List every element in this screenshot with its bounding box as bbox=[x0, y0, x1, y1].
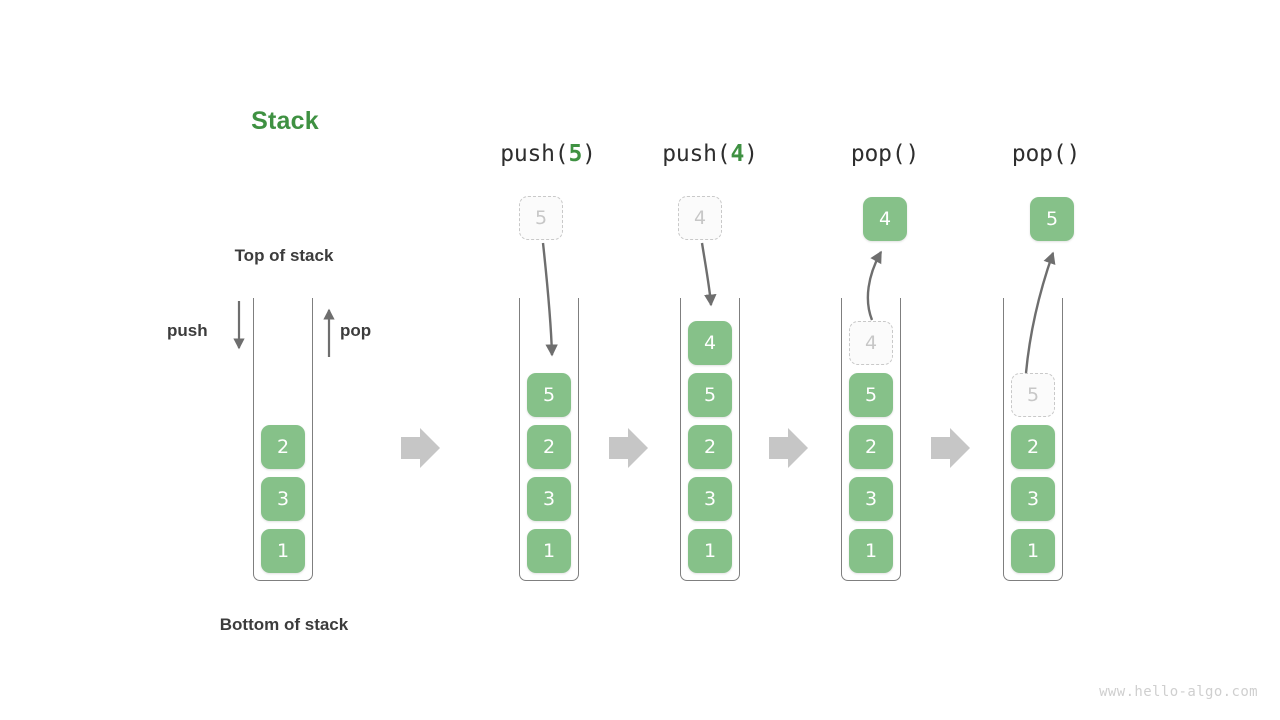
op-header-pop-2: pop() bbox=[966, 141, 1126, 167]
stack-box: 2 bbox=[688, 425, 732, 469]
step-arrow-4 bbox=[931, 428, 970, 468]
stack-box: 3 bbox=[1011, 477, 1055, 521]
op-header-suffix: ) bbox=[1066, 141, 1081, 167]
op-header-suffix: ) bbox=[905, 141, 920, 167]
stack-container-push-4 bbox=[680, 298, 740, 581]
popped-box: 4 bbox=[863, 197, 907, 241]
step-arrow-1 bbox=[401, 428, 440, 468]
watermark: www.hello-algo.com bbox=[1099, 684, 1258, 700]
stack-box: 5 bbox=[849, 373, 893, 417]
stack-box: 2 bbox=[527, 425, 571, 469]
op-header-prefix: pop( bbox=[1011, 141, 1067, 167]
stack-box: 1 bbox=[688, 529, 732, 573]
stack-box: 3 bbox=[261, 477, 305, 521]
stack-ghost-box: 4 bbox=[849, 321, 893, 365]
stack-box: 2 bbox=[1011, 425, 1055, 469]
op-header-suffix: ) bbox=[582, 141, 596, 167]
op-header-push-4: push(4) bbox=[630, 141, 790, 167]
op-header-push-5: push(5) bbox=[468, 141, 628, 167]
op-header-pop-1: pop() bbox=[805, 141, 965, 167]
popped-box: 5 bbox=[1030, 197, 1074, 241]
bottom-of-stack-label: Bottom of stack bbox=[219, 615, 349, 634]
page-title: Stack bbox=[251, 107, 319, 135]
op-header-arg: 5 bbox=[568, 141, 583, 167]
stack-box: 5 bbox=[527, 373, 571, 417]
op-header-prefix: push( bbox=[662, 141, 731, 167]
step-arrow-3 bbox=[769, 428, 808, 468]
op-header-prefix: pop( bbox=[850, 141, 906, 167]
stack-ghost-box: 5 bbox=[1011, 373, 1055, 417]
stack-box: 3 bbox=[688, 477, 732, 521]
stack-box: 3 bbox=[527, 477, 571, 521]
stack-box: 5 bbox=[688, 373, 732, 417]
pop-label: pop bbox=[340, 321, 372, 340]
stack-container-push-5 bbox=[519, 298, 579, 581]
stack-box: 1 bbox=[261, 529, 305, 573]
stack-container-initial bbox=[253, 298, 313, 581]
op-header-arg: 4 bbox=[730, 141, 745, 167]
top-of-stack-label: Top of stack bbox=[234, 246, 334, 265]
floating-ghost-box: 4 bbox=[678, 196, 722, 240]
floating-ghost-box: 5 bbox=[519, 196, 563, 240]
stack-box: 4 bbox=[688, 321, 732, 365]
stack-box: 2 bbox=[261, 425, 305, 469]
push-label: push bbox=[167, 321, 208, 340]
op-header-prefix: push( bbox=[500, 141, 569, 167]
push-4-motion-arrow-icon bbox=[700, 242, 717, 307]
stack-box: 1 bbox=[849, 529, 893, 573]
stack-box: 3 bbox=[849, 477, 893, 521]
step-arrow-2 bbox=[609, 428, 648, 468]
stack-container-pop-2 bbox=[1003, 298, 1063, 581]
op-header-suffix: ) bbox=[744, 141, 758, 167]
stack-box: 1 bbox=[1011, 529, 1055, 573]
stack-box: 1 bbox=[527, 529, 571, 573]
stack-box: 2 bbox=[849, 425, 893, 469]
stack-container-pop-1 bbox=[841, 298, 901, 581]
